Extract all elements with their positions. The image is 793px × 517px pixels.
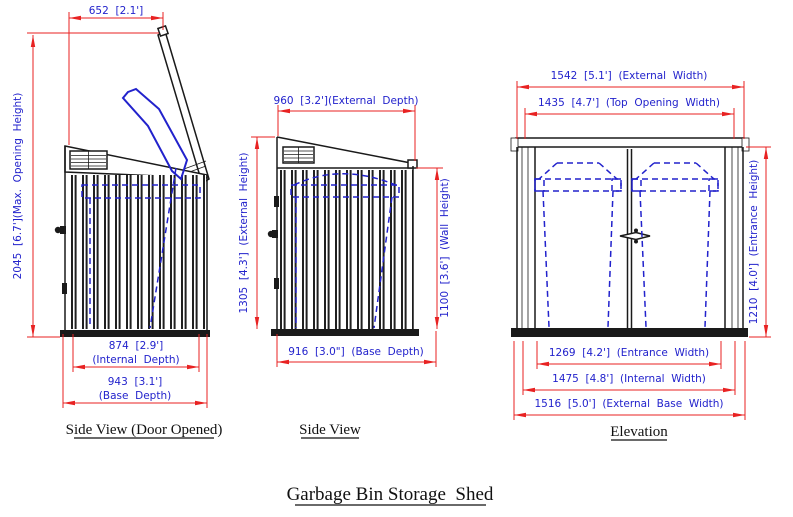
door-handle (619, 228, 651, 244)
dim-internal-depth-value: 874 [2.9'] (109, 340, 164, 352)
bin-lid-arc-dashed (293, 173, 399, 187)
view-side: 960 [3.2'](External Depth) 1305 [4.3'] (… (238, 95, 451, 439)
elevation-dimensions: 1542 [5.1'] (External Width) 1435 [4.7']… (513, 70, 771, 420)
corrugated-wall (278, 170, 413, 329)
roof-slope (276, 136, 417, 165)
dim-entrance-height: 1210 [4.0'] (Entrance Height) (748, 160, 760, 324)
dim-external-depth: 960 [3.2'](External Depth) (274, 95, 419, 107)
caption-elevation: Elevation (610, 424, 668, 440)
side-open-shed (54, 24, 210, 337)
side-dimensions: 960 [3.2'](External Depth) 1305 [4.3'] (… (238, 95, 451, 367)
base-plate (511, 328, 748, 337)
door-knob-stem (272, 230, 278, 238)
base-plate (60, 330, 210, 337)
side-shed (267, 136, 419, 336)
dim-lid-width: 652 [2.1'] (89, 5, 144, 17)
lid-top-cap (156, 24, 170, 38)
elevation-bins-hidden-lines (534, 162, 719, 328)
dim-base-depth: 916 [3.0"] (Base Depth) (288, 346, 424, 358)
dim-max-opening-height: 2045 [6.7'](Max. Opening Height) (12, 93, 24, 280)
view-side-open: 652 [2.1'] 2045 [6.7'](Max. Opening Heig… (12, 5, 223, 439)
dim-base-depth-name: (Base Depth) (99, 390, 171, 402)
dim-top-opening-width: 1435 [4.7'] (Top Opening Width) (538, 97, 720, 109)
bin-edge-dashed (373, 196, 393, 329)
roof-corner-left (510, 137, 519, 152)
door-hinge (274, 196, 279, 207)
view-elevation: 1542 [5.1'] (External Width) 1435 [4.7']… (510, 70, 771, 441)
caption-side-open: Side View (Door Opened) (66, 422, 223, 438)
lid-hinge-bracket (183, 160, 207, 170)
garbage-bin-left (534, 162, 622, 328)
door-knob (267, 230, 275, 238)
dim-external-height: 1305 [4.3'] (External Height) (238, 153, 250, 314)
caption-side: Side View (299, 422, 361, 438)
vent-grille (69, 150, 108, 170)
sheet-title: Garbage Bin Storage Shed (287, 484, 494, 505)
dim-internal-depth-name: (Internal Depth) (92, 354, 179, 366)
vent-grille (282, 146, 315, 164)
base-plate (271, 329, 419, 336)
door-knob-stem (60, 226, 66, 234)
dim-entrance-width: 1269 [4.2'] (Entrance Width) (549, 347, 709, 359)
roof-fascia (515, 137, 745, 148)
side-bin-hidden-lines (290, 173, 400, 329)
side-open-bin-hidden-lines (81, 87, 201, 329)
bin-rim-dashed (290, 184, 400, 198)
dim-external-base-width: 1516 [5.0'] (External Base Width) (534, 398, 723, 410)
right-door-frame (724, 147, 744, 328)
roof-corner-right (741, 137, 750, 152)
left-door-frame (516, 147, 536, 328)
dim-external-width: 1542 [5.1'] (External Width) (551, 70, 708, 82)
door-knob (54, 226, 62, 234)
dim-base-depth-value: 943 [3.1'] (108, 376, 163, 388)
dim-wall-height: 1100 [3.6'] (Wall Height) (439, 178, 451, 317)
door-hinge (62, 283, 67, 294)
bin-edge-dashed (149, 167, 177, 329)
elevation-shed (510, 137, 750, 337)
dim-internal-width: 1475 [4.8'] (Internal Width) (552, 373, 706, 385)
opened-bin-lid (121, 87, 189, 181)
garbage-bin-right (631, 162, 719, 328)
bin-rim-dashed (81, 184, 201, 199)
door-hinge (274, 278, 279, 289)
side-open-dimensions: 652 [2.1'] 2045 [6.7'](Max. Opening Heig… (12, 5, 208, 408)
